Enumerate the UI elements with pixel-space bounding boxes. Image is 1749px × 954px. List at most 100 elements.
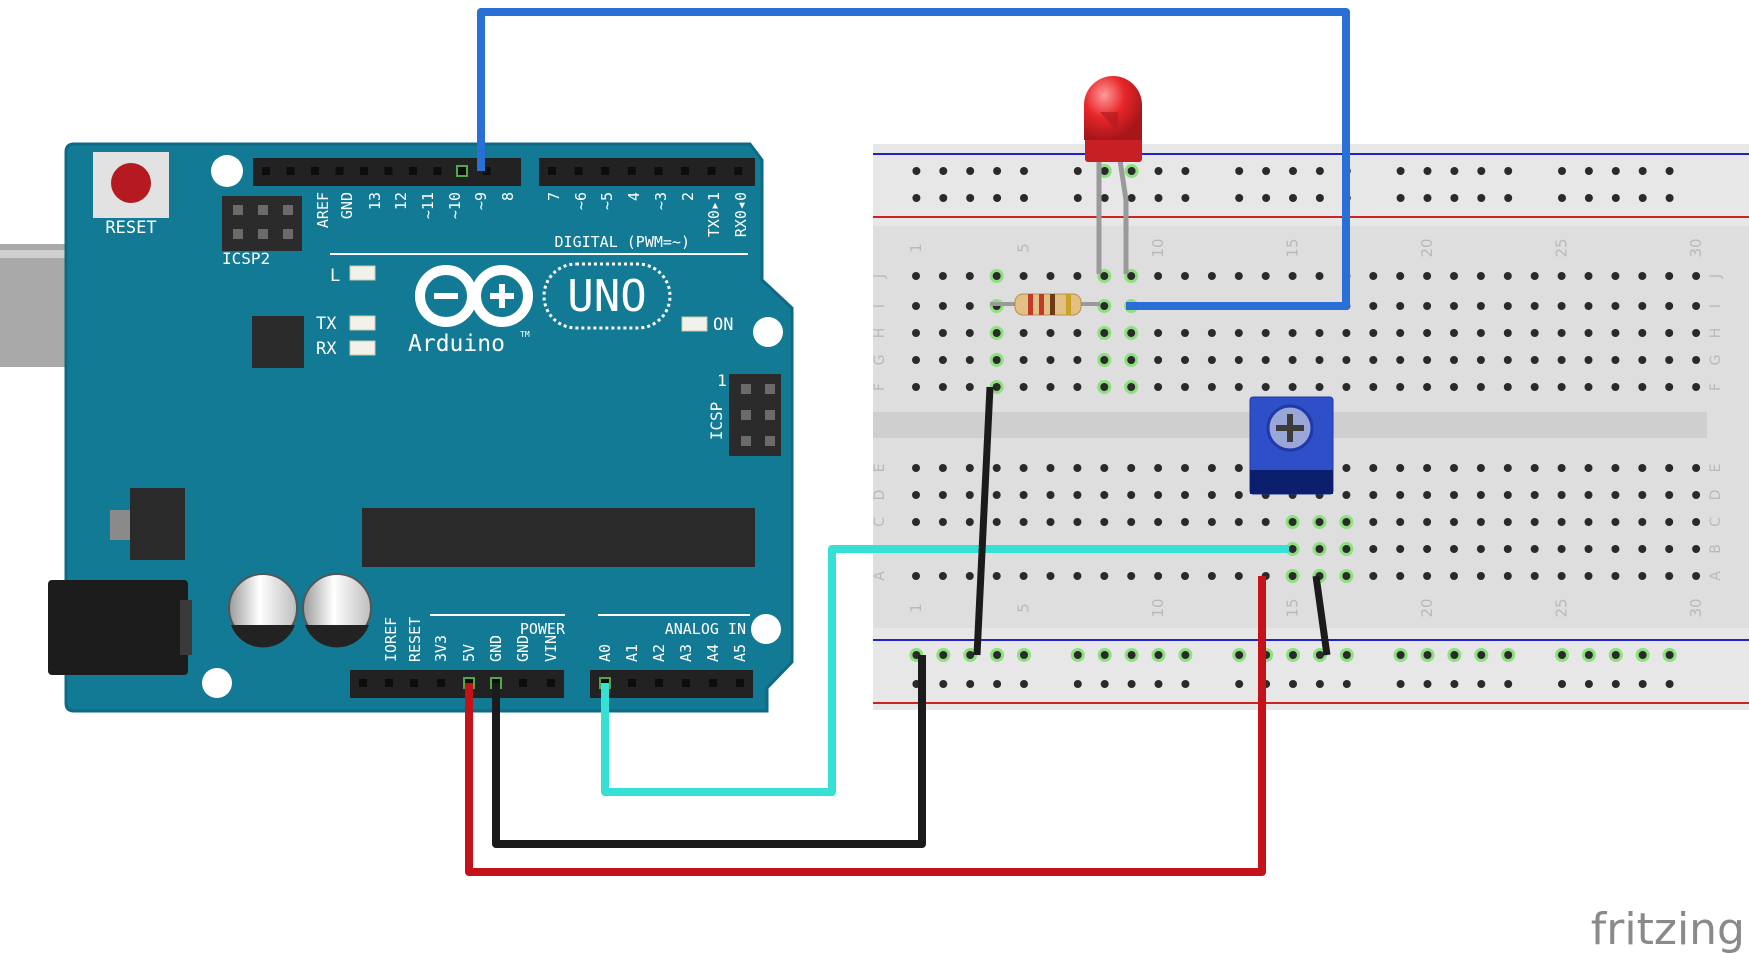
breadboard-hole[interactable]	[1127, 356, 1136, 364]
breadboard-hole[interactable]	[1342, 651, 1351, 659]
header-pin[interactable]	[335, 167, 344, 175]
breadboard-hole[interactable]	[1692, 464, 1701, 472]
breadboard-hole[interactable]	[1530, 356, 1539, 364]
breadboard-hole[interactable]	[992, 464, 1001, 472]
breadboard-hole[interactable]	[1100, 329, 1109, 337]
breadboard-hole[interactable]	[1127, 194, 1136, 202]
breadboard-hole[interactable]	[1503, 491, 1512, 499]
breadboard-hole[interactable]	[1073, 272, 1082, 280]
breadboard-hole[interactable]	[1450, 545, 1458, 553]
breadboard-hole[interactable]	[1181, 680, 1190, 688]
breadboard-hole[interactable]	[1692, 329, 1701, 337]
breadboard-hole[interactable]	[1262, 167, 1271, 175]
header-pin[interactable]	[736, 679, 744, 687]
breadboard-hole[interactable]	[938, 329, 947, 337]
breadboard-hole[interactable]	[1476, 491, 1485, 499]
breadboard-hole[interactable]	[1477, 651, 1486, 659]
breadboard-hole[interactable]	[1530, 464, 1539, 472]
breadboard-hole[interactable]	[1503, 572, 1512, 580]
breadboard-hole[interactable]	[1288, 383, 1297, 391]
breadboard-hole[interactable]	[965, 302, 974, 310]
breadboard-hole[interactable]	[1100, 680, 1109, 688]
breadboard-hole[interactable]	[1665, 545, 1674, 553]
breadboard-hole[interactable]	[1558, 194, 1566, 202]
breadboard-hole[interactable]	[1181, 167, 1190, 175]
breadboard-hole[interactable]	[1476, 356, 1485, 364]
breadboard-hole[interactable]	[1396, 651, 1405, 659]
breadboard-hole[interactable]	[966, 680, 975, 688]
breadboard-hole[interactable]	[1020, 194, 1028, 202]
breadboard-hole[interactable]	[1181, 651, 1190, 659]
breadboard-hole[interactable]	[1476, 545, 1485, 553]
breadboard-hole[interactable]	[1100, 356, 1109, 364]
breadboard-hole[interactable]	[1369, 464, 1378, 472]
breadboard-hole[interactable]	[1127, 329, 1136, 337]
breadboard-hole[interactable]	[1692, 272, 1701, 280]
breadboard-hole[interactable]	[1181, 518, 1189, 526]
breadboard-hole[interactable]	[1019, 572, 1028, 580]
breadboard-hole[interactable]	[1342, 464, 1351, 472]
breadboard-hole[interactable]	[939, 651, 948, 659]
breadboard-hole[interactable]	[1315, 383, 1324, 391]
breadboard-hole[interactable]	[1584, 272, 1593, 280]
breadboard-hole[interactable]	[1369, 545, 1378, 553]
breadboard-hole[interactable]	[992, 329, 1001, 337]
breadboard-hole[interactable]	[1289, 194, 1297, 202]
header-pin[interactable]	[574, 167, 583, 175]
breadboard-hole[interactable]	[1100, 572, 1109, 580]
breadboard-hole[interactable]	[1100, 518, 1109, 526]
breadboard-hole[interactable]	[1692, 383, 1701, 391]
breadboard-hole[interactable]	[1423, 518, 1432, 526]
breadboard-hole[interactable]	[965, 329, 974, 337]
breadboard-hole[interactable]	[1584, 464, 1593, 472]
breadboard-hole[interactable]	[1584, 680, 1593, 688]
breadboard-hole[interactable]	[938, 491, 947, 499]
breadboard-hole[interactable]	[1100, 464, 1109, 472]
breadboard-hole[interactable]	[1046, 329, 1055, 337]
header-pin[interactable]	[655, 679, 663, 687]
breadboard-hole[interactable]	[1665, 302, 1674, 310]
breadboard-hole[interactable]	[1288, 545, 1297, 553]
breadboard-hole[interactable]	[1396, 356, 1405, 364]
breadboard-hole[interactable]	[1638, 167, 1647, 175]
breadboard-hole[interactable]	[1638, 272, 1647, 280]
breadboard-hole[interactable]	[1558, 651, 1566, 659]
breadboard-hole[interactable]	[1450, 194, 1459, 202]
breadboard-hole[interactable]	[1557, 356, 1566, 364]
breadboard-hole[interactable]	[1019, 329, 1028, 337]
header-pin[interactable]	[482, 167, 491, 175]
breadboard-hole[interactable]	[1235, 680, 1244, 688]
breadboard-hole[interactable]	[1638, 680, 1647, 688]
breadboard-hole[interactable]	[1423, 167, 1432, 175]
breadboard-hole[interactable]	[1234, 272, 1243, 280]
breadboard-hole[interactable]	[1046, 464, 1055, 472]
breadboard-hole[interactable]	[965, 383, 974, 391]
breadboard-hole[interactable]	[1154, 272, 1163, 280]
breadboard-hole[interactable]	[1504, 680, 1513, 688]
breadboard-hole[interactable]	[1584, 167, 1593, 175]
breadboard-hole[interactable]	[1503, 518, 1512, 526]
breadboard-hole[interactable]	[965, 356, 974, 364]
breadboard-hole[interactable]	[1342, 545, 1351, 553]
breadboard-hole[interactable]	[1557, 302, 1566, 310]
breadboard-hole[interactable]	[1692, 572, 1701, 580]
breadboard-hole[interactable]	[1127, 464, 1136, 472]
breadboard-hole[interactable]	[1127, 518, 1136, 526]
breadboard-hole[interactable]	[966, 167, 975, 175]
breadboard-hole[interactable]	[1611, 680, 1620, 688]
breadboard-hole[interactable]	[1665, 167, 1674, 175]
breadboard-hole[interactable]	[1665, 356, 1674, 364]
breadboard-hole[interactable]	[1073, 167, 1082, 175]
breadboard-hole[interactable]	[1476, 272, 1485, 280]
breadboard-hole[interactable]	[1584, 572, 1593, 580]
breadboard-hole[interactable]	[939, 680, 948, 688]
breadboard-hole[interactable]	[1288, 572, 1297, 580]
breadboard-hole[interactable]	[1234, 464, 1243, 472]
breadboard-hole[interactable]	[1423, 272, 1432, 280]
breadboard-hole[interactable]	[1530, 272, 1539, 280]
breadboard-hole[interactable]	[1611, 194, 1620, 202]
breadboard-hole[interactable]	[1396, 272, 1405, 280]
breadboard-hole[interactable]	[1181, 572, 1189, 580]
breadboard-hole[interactable]	[1450, 651, 1459, 659]
breadboard-hole[interactable]	[1127, 680, 1136, 688]
